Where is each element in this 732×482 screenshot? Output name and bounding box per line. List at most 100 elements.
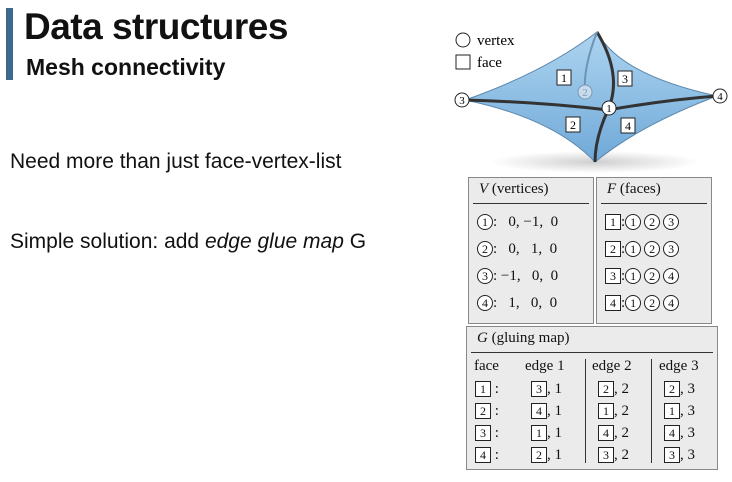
mesh-edge-right: [607, 94, 718, 112]
edge-index: , 3: [680, 402, 695, 419]
gluing-edge-cell: 4, 2: [598, 424, 629, 442]
face-marker-1: 1: [561, 71, 567, 85]
vertices-panel: V (vertices) 1: 0, −1, 0 2: 0, 1, 0 3: −…: [468, 177, 594, 324]
gluing-header-edge2: edge 2: [592, 358, 632, 374]
face-box: 3: [475, 425, 491, 441]
edge-index: , 2: [614, 402, 629, 419]
face-box: 1: [664, 403, 680, 419]
face-marker-3-box: [617, 70, 633, 87]
bullet-prefix: Simple solution: add: [10, 230, 205, 253]
face-box: 2: [531, 447, 547, 463]
gluing-face-cell: 1 :: [475, 380, 499, 398]
gluing-edge-cell: 1, 1: [531, 424, 562, 442]
edge-index: , 2: [614, 380, 629, 397]
edge-index: , 3: [680, 380, 695, 397]
face-vertex: 2: [644, 214, 661, 230]
face-box: 3: [664, 447, 680, 463]
face-marker-2: 2: [570, 118, 576, 132]
face-box: 4: [531, 403, 547, 419]
gluing-face-cell: 3 :: [475, 424, 499, 442]
vertices-panel-title: V (vertices): [479, 181, 549, 198]
vertex-marker-1-circle: [601, 100, 617, 116]
vertex-row: 2: 0, 1, 0: [477, 239, 557, 259]
face-box: 3: [531, 381, 547, 397]
face-box: 2: [475, 403, 491, 419]
gluing-edge-cell: 3, 1: [531, 380, 562, 398]
vertex-marker-1: 1: [606, 103, 612, 115]
bullet-emphasis: edge glue map: [204, 230, 344, 253]
vertex-id: 3: [477, 268, 493, 284]
face-box: 1: [598, 403, 614, 419]
bullet-face-vertex-list: Need more than just face-vertex-list: [10, 150, 342, 173]
face-vertex: 2: [644, 241, 661, 257]
gluing-edge-cell: 2, 1: [531, 446, 562, 464]
face-box: 4: [664, 425, 680, 441]
gluing-column-divider: [651, 359, 652, 463]
accent-bar: [6, 8, 13, 80]
mesh-figure: vertex face 1 3 2 4 2 1 3 4: [454, 31, 728, 173]
face-vertex: 3: [663, 214, 680, 230]
legend-face-label: face: [477, 55, 502, 71]
vertex-marker-4: 4: [717, 91, 723, 103]
vertex-marker-3-circle: [454, 92, 470, 108]
face-vertex: 3: [663, 241, 680, 257]
gluing-edge-cell: 1, 3: [664, 402, 695, 420]
vertex-marker-2-circle: [577, 84, 593, 100]
gluing-edge-cell: 4, 1: [531, 402, 562, 420]
face-box: 2: [664, 381, 680, 397]
edge-index: , 1: [547, 402, 562, 419]
face-vertex: 2: [644, 268, 661, 284]
face-box: 3: [598, 447, 614, 463]
edge-index: , 3: [680, 446, 695, 463]
gluing-panel-title: G (gluing map): [477, 330, 570, 347]
vertex-coords: : 0, −1, 0: [493, 214, 559, 230]
edge-index: , 2: [614, 424, 629, 441]
legend-vertex-icon: [455, 32, 471, 48]
gluing-edge-cell: 2, 3: [664, 380, 695, 398]
face-box: 1: [475, 381, 491, 397]
gluing-header-edge1: edge 1: [525, 358, 565, 374]
slide-subtitle: Mesh connectivity: [26, 54, 226, 80]
vertex-row: 1: 0, −1, 0: [477, 212, 558, 232]
vertex-coords: : −1, 0, 0: [493, 268, 559, 284]
face-vertex: 1: [625, 241, 642, 257]
face-vertex: 1: [625, 214, 642, 230]
faces-panel-title: F (faces): [607, 181, 661, 198]
bullet-simple-solution: Simple solution: add edge glue map G: [10, 230, 366, 254]
gluing-column-divider: [585, 359, 586, 463]
face-marker-1-box: [556, 69, 572, 86]
face-vertex: 2: [644, 295, 661, 311]
face-id: 2: [605, 241, 621, 257]
gluing-edge-cell: 2, 2: [598, 380, 629, 398]
edge-index: , 3: [680, 424, 695, 441]
faces-title-var: F: [607, 181, 617, 197]
vertex-coords: : 0, 1, 0: [493, 241, 558, 257]
vertices-title-rest: (vertices): [488, 181, 549, 197]
gluing-face-cell: 4 :: [475, 446, 499, 464]
mesh-edge-left: [464, 98, 609, 112]
legend-vertex-label: vertex: [477, 33, 515, 49]
face-box: 1: [531, 425, 547, 441]
gluing-edge-cell: 3, 3: [664, 446, 695, 464]
edge-index: , 2: [614, 446, 629, 463]
face-marker-2-box: [565, 116, 581, 133]
vertex-row: 3: −1, 0, 0: [477, 266, 558, 286]
vertex-id: 4: [477, 295, 493, 311]
vertex-marker-2: 2: [582, 87, 588, 99]
legend-face-icon: [455, 54, 471, 70]
vertex-row: 4: 1, 0, 0: [477, 293, 557, 313]
face-box: 2: [598, 381, 614, 397]
gluing-edge-cell: 3, 2: [598, 446, 629, 464]
face-vertex: 4: [663, 268, 680, 284]
gluing-face-cell: 2 :: [475, 402, 499, 420]
vertex-marker-3: 3: [459, 95, 465, 107]
gluing-title-var: G: [477, 330, 488, 346]
vertex-marker-4-circle: [712, 88, 728, 104]
gluing-header-edge3: edge 3: [659, 358, 699, 374]
bullet-suffix: G: [343, 230, 367, 253]
gluing-title-rest: (gluing map): [487, 330, 570, 346]
